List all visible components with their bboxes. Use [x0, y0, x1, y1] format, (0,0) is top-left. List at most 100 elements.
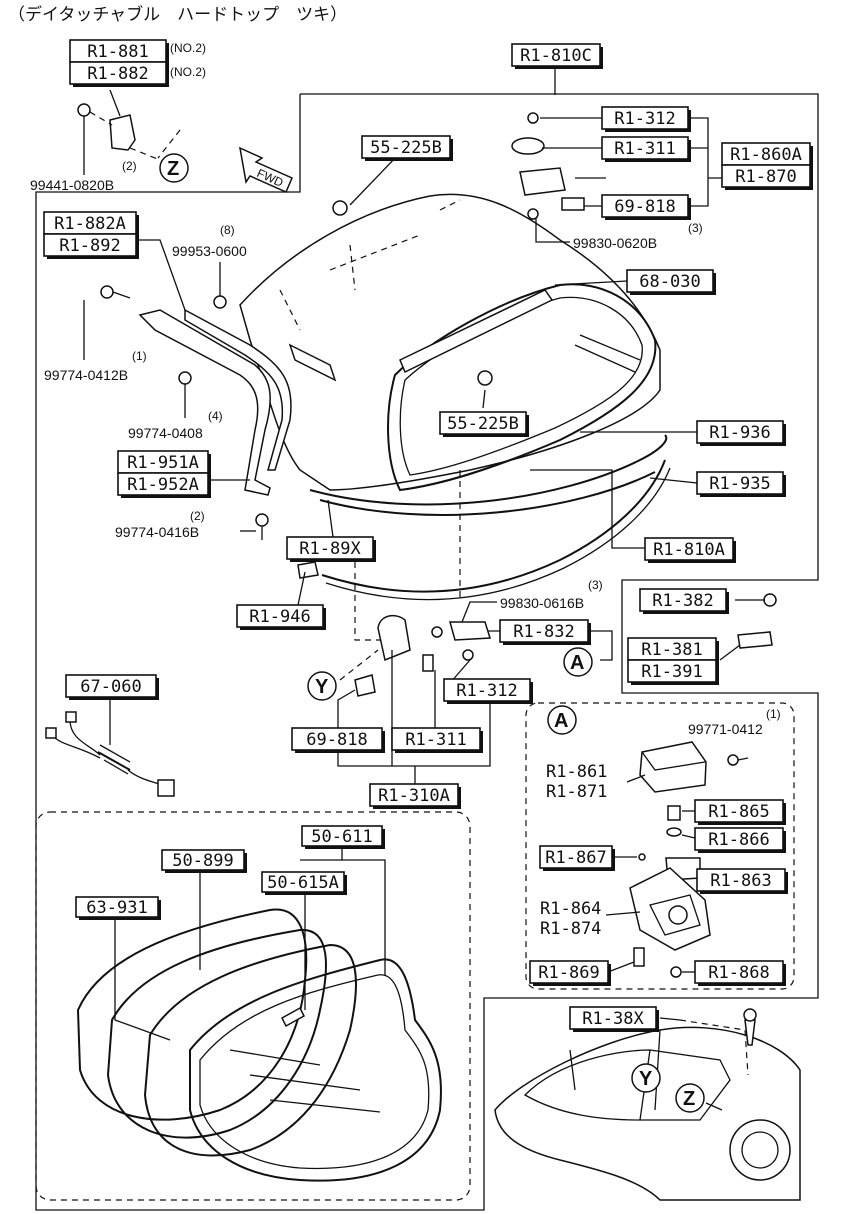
- part-number-p55-225b-top: 55-225B: [370, 138, 442, 158]
- label-box-r1-951a: R1-951A: [117, 450, 211, 476]
- label-box-r1-868: R1-868: [694, 960, 786, 986]
- label-box-r1-952a: R1-952A: [117, 472, 211, 498]
- part-number-r1-936: R1-936: [709, 423, 770, 443]
- leader-lines: [83, 68, 765, 1041]
- label-box-r1-869: R1-869: [529, 960, 611, 986]
- label-box-r1-311-top: R1-311: [601, 136, 691, 162]
- label-box-p50-611: 50-611: [301, 825, 385, 849]
- label-box-r1-882a: R1-882A: [43, 211, 139, 237]
- label-box-r1-882: R1-882: [69, 61, 169, 87]
- qty-2-top: (2): [122, 159, 137, 173]
- label-box-r1-935: R1-935: [696, 471, 786, 497]
- part-r1-861: R1-861: [546, 762, 607, 782]
- label-box-r1-391: R1-391: [627, 659, 719, 685]
- marker-y-car: Y: [631, 1063, 661, 1093]
- svg-text:Z: Z: [683, 1088, 695, 1110]
- part-number-r1-892: R1-892: [59, 236, 120, 256]
- part-number-r1-881: R1-881: [87, 42, 148, 62]
- label-box-p50-615a: 50-615A: [261, 871, 347, 895]
- qty-no2-b: (NO.2): [170, 65, 206, 79]
- label-box-r1-892: R1-892: [43, 233, 139, 259]
- label-box-r1-867: R1-867: [539, 845, 615, 871]
- label-box-r1-870: R1-870: [721, 164, 813, 190]
- part-number-r1-312-top: R1-312: [614, 109, 675, 129]
- part-number-r1-310a: R1-310A: [378, 786, 450, 806]
- label-box-p55-225b-top: 55-225B: [361, 135, 453, 161]
- fasteners: [100, 112, 777, 697]
- part-number-p68-030: 68-030: [639, 272, 700, 292]
- label-box-r1-382: R1-382: [639, 588, 729, 614]
- seal-r1-936: [309, 434, 668, 506]
- qty-1-left: (1): [132, 349, 147, 363]
- part-99771-0412: 99771-0412: [688, 721, 763, 737]
- marker-y-mid: Y: [307, 671, 337, 701]
- part-number-p50-615a: 50-615A: [267, 873, 339, 893]
- label-box-p69-818-bot: 69-818: [291, 727, 385, 753]
- part-number-r1-867: R1-867: [545, 848, 606, 868]
- qty-3-a: (3): [688, 221, 703, 235]
- label-box-p63-931: 63-931: [75, 896, 161, 920]
- part-number-p69-818-bot: 69-818: [306, 730, 367, 750]
- label-box-r1-832: R1-832: [499, 619, 591, 645]
- label-box-r1-946: R1-946: [236, 604, 326, 630]
- marker-a-detail: A: [547, 705, 577, 735]
- label-box-r1-863: R1-863: [696, 868, 788, 894]
- part-number-r1-951a: R1-951A: [127, 453, 199, 473]
- part-number-r1-935: R1-935: [709, 474, 770, 494]
- detail-a-frame: [525, 702, 795, 990]
- part-99774-0412b: 99774-0412B: [44, 367, 128, 383]
- qty-3-b: (3): [588, 578, 603, 592]
- label-box-r1-866: R1-866: [694, 827, 786, 853]
- part-99830-0620b: 99830-0620B: [573, 235, 657, 251]
- part-number-p50-899: 50-899: [172, 851, 233, 871]
- svg-text:Y: Y: [639, 1068, 653, 1090]
- qty-2-left: (2): [190, 509, 205, 523]
- label-box-r1-860a: R1-860A: [721, 142, 813, 168]
- part-number-r1-868: R1-868: [708, 963, 769, 983]
- label-box-r1-312-bot: R1-312: [443, 678, 533, 704]
- hardtop-shell: [239, 193, 661, 492]
- part-number-p63-931: 63-931: [86, 898, 147, 918]
- wire-harness-67-060: [45, 711, 175, 797]
- part-number-r1-311-top: R1-311: [614, 139, 675, 159]
- qty-1-right: (1): [766, 707, 781, 721]
- label-box-r1-312-top: R1-312: [601, 106, 691, 132]
- car-silhouette: [494, 1008, 801, 1201]
- part-number-r1-865: R1-865: [708, 802, 769, 822]
- part-99953-0600: 99953-0600: [172, 243, 247, 259]
- svg-text:A: A: [554, 710, 568, 732]
- part-number-r1-832: R1-832: [513, 622, 574, 642]
- part-99441-0820b: 99441-0820B: [30, 177, 114, 193]
- qty-no2-a: (NO.2): [170, 41, 206, 55]
- seal-r1-935: [319, 471, 656, 516]
- part-number-r1-381: R1-381: [641, 640, 702, 660]
- part-number-r1-882: R1-882: [87, 64, 148, 84]
- diagram-title: （デイタッチャブル ハードトップ ツキ）: [8, 4, 347, 25]
- side-seal-r1-882a: [184, 308, 292, 471]
- part-number-r1-810a: R1-810A: [653, 540, 725, 560]
- part-number-r1-312-bot: R1-312: [456, 681, 517, 701]
- marker-z-car: Z: [675, 1083, 705, 1113]
- label-box-r1-89x: R1-89X: [286, 536, 376, 562]
- label-box-p67-060: 67-060: [65, 674, 159, 700]
- rear-window-seals: [76, 908, 442, 1182]
- part-number-r1-391: R1-391: [641, 662, 702, 682]
- part-r1-871: R1-871: [546, 782, 607, 802]
- part-r1-864: R1-864: [540, 899, 601, 919]
- part-number-p69-818-top: 69-818: [614, 197, 675, 217]
- qty-8: (8): [220, 223, 235, 237]
- label-box-p69-818-top: 69-818: [601, 194, 691, 220]
- svg-text:Y: Y: [315, 676, 329, 698]
- part-number-r1-382: R1-382: [652, 591, 713, 611]
- part-number-r1-860a: R1-860A: [730, 145, 802, 165]
- part-number-r1-810c: R1-810C: [520, 46, 592, 66]
- bracket-r1-881: [77, 103, 161, 161]
- part-99830-0616b: 99830-0616B: [500, 595, 584, 611]
- part-number-r1-38x: R1-38X: [582, 1009, 644, 1029]
- part-number-r1-869: R1-869: [538, 963, 599, 983]
- part-number-r1-866: R1-866: [708, 830, 769, 850]
- label-box-p68-030: 68-030: [626, 269, 716, 295]
